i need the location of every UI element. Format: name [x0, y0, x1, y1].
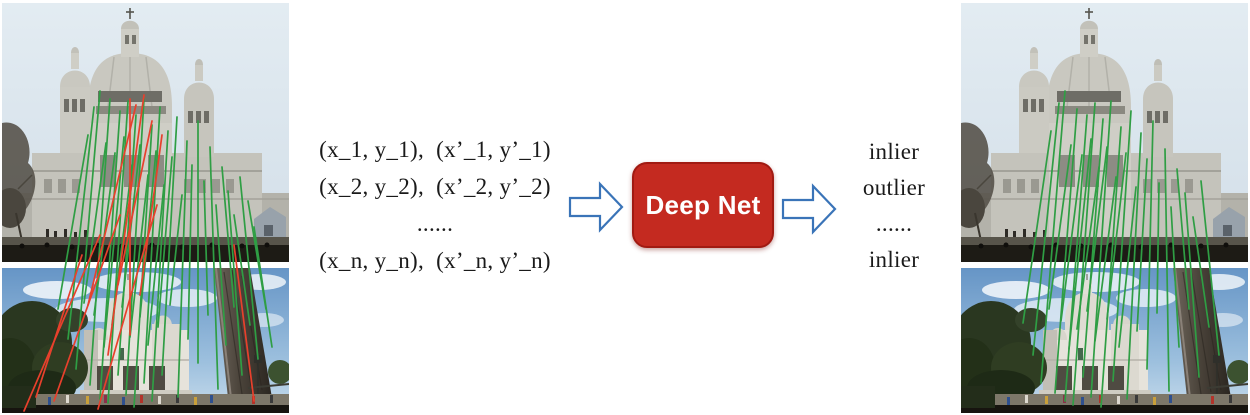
output-label: inlier: [868, 139, 920, 164]
deep-net-box: Deep Net: [632, 162, 774, 248]
classification-labels: inlier outlier ...... inlier: [838, 134, 950, 278]
flow-arrow-out-icon: [781, 184, 837, 234]
input-ellipsis: ......: [416, 210, 454, 236]
input-correspondences: (x_1, y_1), (x’_1, y’_1) (x_2, y_2), (x’…: [288, 131, 582, 279]
output-label: inlier: [868, 247, 920, 272]
input-line: (x_2, y_2), (x’_2, y’_2): [319, 173, 551, 199]
output-ellipsis: ......: [875, 211, 913, 236]
deep-net-label: Deep Net: [645, 189, 761, 220]
image-pair-left: [2, 3, 289, 413]
image-pair-right: [961, 3, 1248, 413]
correspondence-lines-left: [23, 90, 273, 412]
input-line: (x_1, y_1), (x’_1, y’_1): [319, 136, 551, 162]
output-label: outlier: [862, 175, 926, 200]
correspondence-lines-right: [1022, 90, 1220, 408]
flow-arrow-in-icon: [568, 182, 624, 232]
input-line: (x_n, y_n), (x’_n, y’_n): [319, 247, 551, 273]
